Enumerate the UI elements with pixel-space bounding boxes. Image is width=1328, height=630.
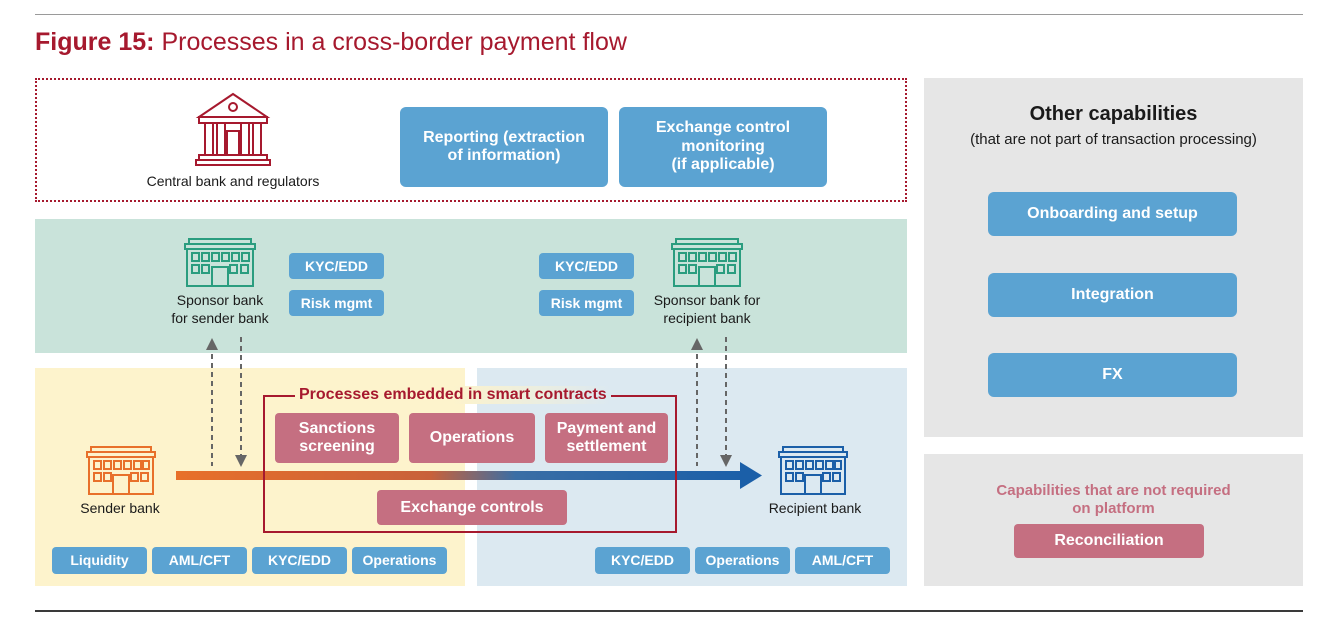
recipient-aml-cft: AML/CFT xyxy=(795,547,890,574)
sponsor-sender-bank-label: Sponsor bank for sender bank xyxy=(171,292,269,326)
not-required-panel xyxy=(924,454,1303,586)
sponsor-sender-kyc-edd: KYC/EDD xyxy=(289,253,384,279)
operations-process: Operations xyxy=(409,413,535,463)
sender-kyc-edd: KYC/EDD xyxy=(252,547,347,574)
sender-bank-icon xyxy=(86,446,156,495)
sender-bank-label: Sender bank xyxy=(80,500,160,516)
sponsor-banks-zone xyxy=(35,219,907,353)
fx-capability: FX xyxy=(988,353,1237,397)
reconciliation-capability: Reconciliation xyxy=(1014,524,1204,558)
exchange-controls-process: Exchange controls xyxy=(377,490,567,525)
sponsor-sender-bank-icon xyxy=(184,238,256,287)
reporting-process: Reporting (extraction of information) xyxy=(400,107,608,187)
sponsor-recipient-bank-icon xyxy=(671,238,743,287)
regulators-zone xyxy=(35,78,907,202)
bottom-rule xyxy=(35,610,1303,612)
integration-capability: Integration xyxy=(988,273,1237,317)
not-required-title: Capabilities that are not required on pl… xyxy=(996,482,1231,517)
sanctions-screening-process: Sanctions screening xyxy=(275,413,399,463)
payment-flow-arrow xyxy=(176,462,762,489)
onboarding-setup-capability: Onboarding and setup xyxy=(988,192,1237,236)
figure-title-text: Processes in a cross-border payment flow xyxy=(161,28,627,56)
payment-settlement-process: Payment and settlement xyxy=(545,413,668,463)
figure-title: Figure 15: Processes in a cross-border p… xyxy=(35,28,627,57)
central-bank-label: Central bank and regulators xyxy=(146,173,320,189)
recipient-sponsor-dashed-arrows xyxy=(691,337,732,467)
recipient-bank-label: Recipient bank xyxy=(768,500,862,516)
sender-sponsor-dashed-arrows xyxy=(206,337,247,467)
other-capabilities-subtitle: (that are not part of transaction proces… xyxy=(970,131,1257,148)
recipient-operations: Operations xyxy=(695,547,790,574)
recipient-kyc-edd: KYC/EDD xyxy=(595,547,690,574)
sponsor-recipient-bank-label: Sponsor bank for recipient bank xyxy=(653,292,761,326)
sponsor-recipient-risk-mgmt: Risk mgmt xyxy=(539,290,634,316)
figure-number: Figure 15: xyxy=(35,28,155,56)
sender-operations: Operations xyxy=(352,547,447,574)
exchange-control-monitoring-process: Exchange control monitoring (if applicab… xyxy=(619,107,827,187)
smart-contracts-title: Processes embedded in smart contracts xyxy=(295,386,611,404)
sponsor-recipient-kyc-edd: KYC/EDD xyxy=(539,253,634,279)
sponsor-sender-risk-mgmt: Risk mgmt xyxy=(289,290,384,316)
top-rule xyxy=(35,14,1303,15)
sender-aml-cft: AML/CFT xyxy=(152,547,247,574)
central-bank-icon xyxy=(195,92,271,166)
sender-liquidity: Liquidity xyxy=(52,547,147,574)
other-capabilities-title: Other capabilities xyxy=(1029,103,1198,125)
recipient-bank-icon xyxy=(778,446,848,495)
